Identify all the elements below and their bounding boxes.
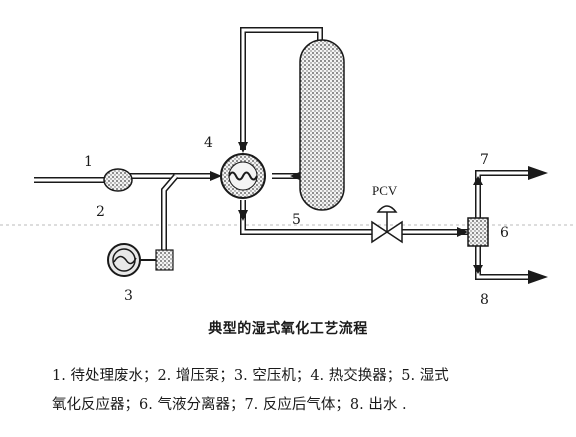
pipe-water-out: [475, 246, 530, 280]
flow-arrows: [210, 142, 548, 284]
heat-exchanger: [220, 153, 266, 199]
diagram-title: 典型的湿式氧化工艺流程: [208, 321, 368, 337]
booster-pump: [103, 168, 133, 192]
pipes: [34, 27, 530, 280]
label-4: 4: [204, 135, 213, 151]
pipe-gas-out: [475, 170, 530, 218]
arrow-to-separator: [457, 227, 468, 237]
compressor-motor: [155, 249, 174, 271]
arrow-gas-up: [473, 176, 483, 185]
label-8: 8: [480, 292, 489, 308]
label-5: 5: [292, 212, 301, 228]
label-2: 2: [96, 204, 105, 220]
label-pcv: PCV: [372, 183, 398, 198]
arrow-water-out: [528, 270, 548, 284]
arrow-into-exchanger: [210, 171, 222, 181]
arrow-reactor-to-exchanger: [290, 171, 302, 181]
arrow-down-to-exchanger: [238, 142, 248, 153]
caption-line-1: 1. 待处理废水；2. 增压泵；3. 空压机；4. 热交换器；5. 湿式: [52, 368, 449, 384]
label-1: 1: [84, 154, 93, 170]
label-3: 3: [124, 288, 133, 304]
arrow-exchanger-down: [238, 210, 248, 221]
arrow-water-down: [473, 265, 483, 274]
gas-liquid-separator: [467, 217, 489, 247]
legend-caption: 1. 待处理废水；2. 增压泵；3. 空压机；4. 热交换器；5. 湿式 氧化反…: [52, 362, 552, 420]
label-6: 6: [500, 225, 509, 241]
air-compressor: [107, 243, 174, 277]
pressure-control-valve: [371, 205, 403, 244]
wet-oxidation-reactor: [299, 39, 345, 211]
caption-line-2: 氧化反应器；6. 气液分离器；7. 反应后气体；8. 出水 .: [52, 397, 407, 413]
arrow-gas-out: [528, 166, 548, 180]
label-7: 7: [480, 152, 489, 168]
